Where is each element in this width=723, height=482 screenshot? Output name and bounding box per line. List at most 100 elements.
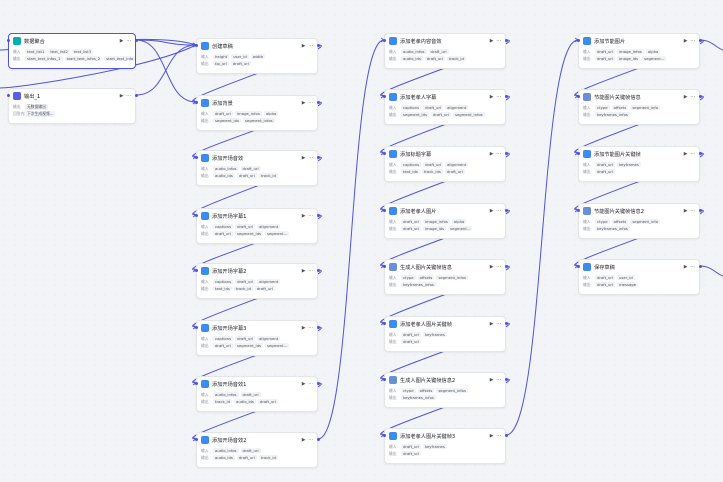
output-port[interactable] [134, 39, 138, 42]
run-button[interactable]: ▶ [489, 94, 494, 100]
input-port[interactable] [194, 326, 198, 329]
input-port[interactable] [382, 434, 386, 437]
run-button[interactable]: ▶ [301, 100, 306, 106]
input-port[interactable] [6, 94, 10, 97]
more-icon[interactable]: ··· [690, 94, 695, 100]
run-button[interactable]: ▶ [301, 381, 306, 387]
workflow-node[interactable]: 输出_1▶···输出无数据输出回答内容下次生成视频... [8, 88, 136, 124]
run-button[interactable]: ▶ [301, 213, 306, 219]
output-port[interactable] [504, 322, 508, 325]
run-button[interactable]: ▶ [683, 208, 688, 214]
run-button[interactable]: ▶ [489, 38, 494, 44]
input-port[interactable] [576, 209, 580, 212]
input-port[interactable] [194, 44, 198, 47]
run-button[interactable]: ▶ [489, 377, 494, 383]
more-icon[interactable]: ··· [496, 151, 501, 157]
input-port[interactable] [194, 214, 198, 217]
more-icon[interactable]: ··· [690, 264, 695, 270]
run-button[interactable]: ▶ [489, 264, 494, 270]
workflow-edge[interactable] [135, 44, 197, 96]
workflow-edge[interactable] [699, 39, 723, 51]
run-button[interactable]: ▶ [301, 437, 306, 443]
run-button[interactable]: ▶ [683, 38, 688, 44]
run-button[interactable]: ▶ [119, 93, 124, 99]
input-port[interactable] [382, 378, 386, 381]
more-icon[interactable]: ··· [690, 208, 695, 214]
input-port[interactable] [382, 322, 386, 325]
output-port[interactable] [504, 95, 508, 98]
run-button[interactable]: ▶ [489, 321, 494, 327]
more-icon[interactable]: ··· [308, 381, 313, 387]
more-icon[interactable]: ··· [496, 377, 501, 383]
more-icon[interactable]: ··· [496, 321, 501, 327]
output-port[interactable] [698, 265, 702, 268]
workflow-edge[interactable] [135, 39, 197, 46]
output-port[interactable] [316, 269, 320, 272]
output-port[interactable] [504, 209, 508, 212]
more-icon[interactable]: ··· [496, 208, 501, 214]
workflow-edge[interactable] [699, 265, 723, 277]
output-port[interactable] [504, 434, 508, 437]
more-icon[interactable]: ··· [308, 155, 313, 161]
output-port[interactable] [504, 265, 508, 268]
input-port[interactable] [194, 101, 198, 104]
more-icon[interactable]: ··· [308, 213, 313, 219]
more-icon[interactable]: ··· [308, 437, 313, 443]
run-button[interactable]: ▶ [489, 433, 494, 439]
output-port[interactable] [134, 94, 138, 97]
input-port[interactable] [382, 209, 386, 212]
input-port[interactable] [576, 95, 580, 98]
workflow-edge[interactable] [505, 39, 579, 436]
input-port[interactable] [382, 39, 386, 42]
run-button[interactable]: ▶ [301, 43, 306, 49]
output-port[interactable] [504, 39, 508, 42]
output-port[interactable] [698, 39, 702, 42]
output-port[interactable] [316, 156, 320, 159]
input-port[interactable] [382, 152, 386, 155]
run-button[interactable]: ▶ [301, 325, 306, 331]
more-icon[interactable]: ··· [496, 38, 501, 44]
more-icon[interactable]: ··· [496, 94, 501, 100]
output-port[interactable] [316, 44, 320, 47]
run-button[interactable]: ▶ [489, 208, 494, 214]
more-icon[interactable]: ··· [308, 325, 313, 331]
workflow-edge[interactable] [317, 39, 385, 440]
run-button[interactable]: ▶ [119, 38, 124, 44]
output-port[interactable] [316, 382, 320, 385]
input-port[interactable] [576, 152, 580, 155]
more-icon[interactable]: ··· [126, 38, 131, 44]
output-port[interactable] [316, 101, 320, 104]
more-icon[interactable]: ··· [308, 43, 313, 49]
input-port[interactable] [576, 265, 580, 268]
output-port[interactable] [316, 438, 320, 441]
run-button[interactable]: ▶ [301, 155, 306, 161]
run-button[interactable]: ▶ [489, 151, 494, 157]
input-port[interactable] [382, 95, 386, 98]
input-port[interactable] [576, 39, 580, 42]
input-port[interactable] [194, 156, 198, 159]
more-icon[interactable]: ··· [126, 93, 131, 99]
more-icon[interactable]: ··· [690, 151, 695, 157]
workflow-edge[interactable] [135, 39, 197, 103]
run-button[interactable]: ▶ [301, 268, 306, 274]
run-button[interactable]: ▶ [683, 94, 688, 100]
